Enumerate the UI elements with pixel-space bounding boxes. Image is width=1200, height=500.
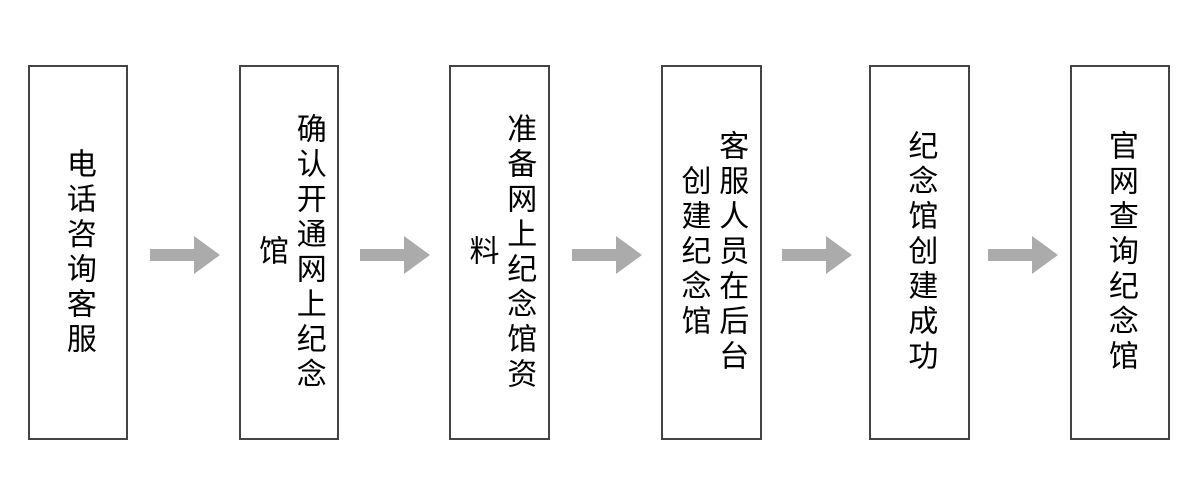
right-arrow-icon (360, 236, 430, 274)
flow-node-label: 电话咨询客服 (60, 147, 96, 358)
flow-node-step-5[interactable]: 纪念馆创建成功 (869, 65, 970, 440)
flow-node-label: 纪念馆创建成功 (902, 130, 938, 375)
flow-node-step-4[interactable]: 客服人员在后台创建纪念馆 (661, 65, 762, 440)
right-arrow-icon (782, 236, 852, 274)
right-arrow-icon (988, 236, 1058, 274)
flow-node-step-1[interactable]: 电话咨询客服 (28, 65, 128, 440)
flow-node-step-3[interactable]: 准备网上纪念馆资料 (449, 65, 550, 440)
flow-node-label: 准备网上纪念馆资料 (463, 112, 537, 393)
flow-node-label: 客服人员在后台创建纪念馆 (675, 130, 749, 375)
right-arrow-icon (150, 236, 220, 274)
flow-node-step-2[interactable]: 确认开通网上纪念馆 (239, 65, 339, 440)
flow-node-step-6[interactable]: 官网查询纪念馆 (1070, 65, 1170, 440)
flow-node-label: 官网查询纪念馆 (1102, 130, 1138, 375)
flow-node-label: 确认开通网上纪念馆 (253, 112, 326, 393)
right-arrow-icon (572, 236, 642, 274)
